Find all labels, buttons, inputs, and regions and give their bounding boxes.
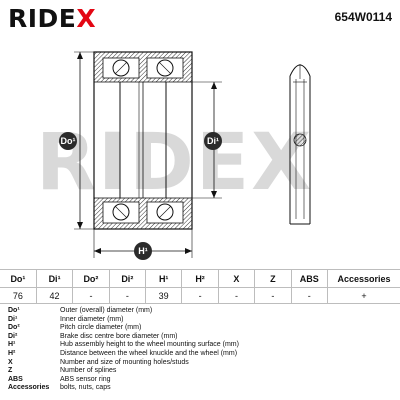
header-cell: H² — [181, 269, 219, 288]
value-cell: 39 — [145, 287, 183, 304]
upper-race-section — [93, 51, 193, 83]
label-inner-diameter: Di¹ — [204, 132, 222, 150]
label-outer-diameter: Do¹ — [59, 132, 77, 150]
brand-suffix: X — [76, 4, 97, 33]
bearing-cross-section — [74, 51, 311, 258]
value-cell: - — [254, 287, 292, 304]
header-cell: Accessories — [327, 269, 400, 288]
brand-prefix: RIDE — [8, 4, 77, 33]
header-cell: Do² — [72, 269, 110, 288]
header-cell: Do¹ — [0, 269, 37, 288]
value-cell: - — [109, 287, 147, 304]
table-row: 76 42 - - 39 - - - - + — [0, 287, 400, 304]
header-cell: Di² — [109, 269, 147, 288]
value-cell: + — [327, 287, 400, 304]
header-cell: Z — [254, 269, 292, 288]
value-cell: - — [181, 287, 219, 304]
value-cell: 42 — [36, 287, 74, 304]
profile-ball — [293, 133, 307, 147]
part-number: 654W0114 — [334, 10, 392, 24]
header-cell: Di¹ — [36, 269, 74, 288]
value-cell: - — [72, 287, 110, 304]
value-cell: 76 — [0, 287, 37, 304]
brand-logo: RIDEX — [8, 4, 96, 33]
header: RIDEX 654W0114 — [0, 0, 400, 34]
bearing-side-profile — [289, 64, 311, 225]
label-height: H¹ — [134, 242, 152, 260]
header-cell: H¹ — [145, 269, 183, 288]
lower-race-section — [93, 197, 193, 230]
table-header-row: Do¹ Di¹ Do² Di² H¹ H² X Z ABS Accessorie… — [0, 269, 400, 288]
watermark: RIDEX — [36, 118, 314, 208]
dimensions-table: Do¹ Di¹ Do² Di² H¹ H² X Z ABS Accessorie… — [0, 269, 400, 304]
technical-drawing: RIDEX — [0, 34, 400, 266]
value-cell: - — [218, 287, 256, 304]
value-cell: - — [291, 287, 328, 304]
header-cell: X — [218, 269, 256, 288]
header-cell: ABS — [291, 269, 328, 288]
